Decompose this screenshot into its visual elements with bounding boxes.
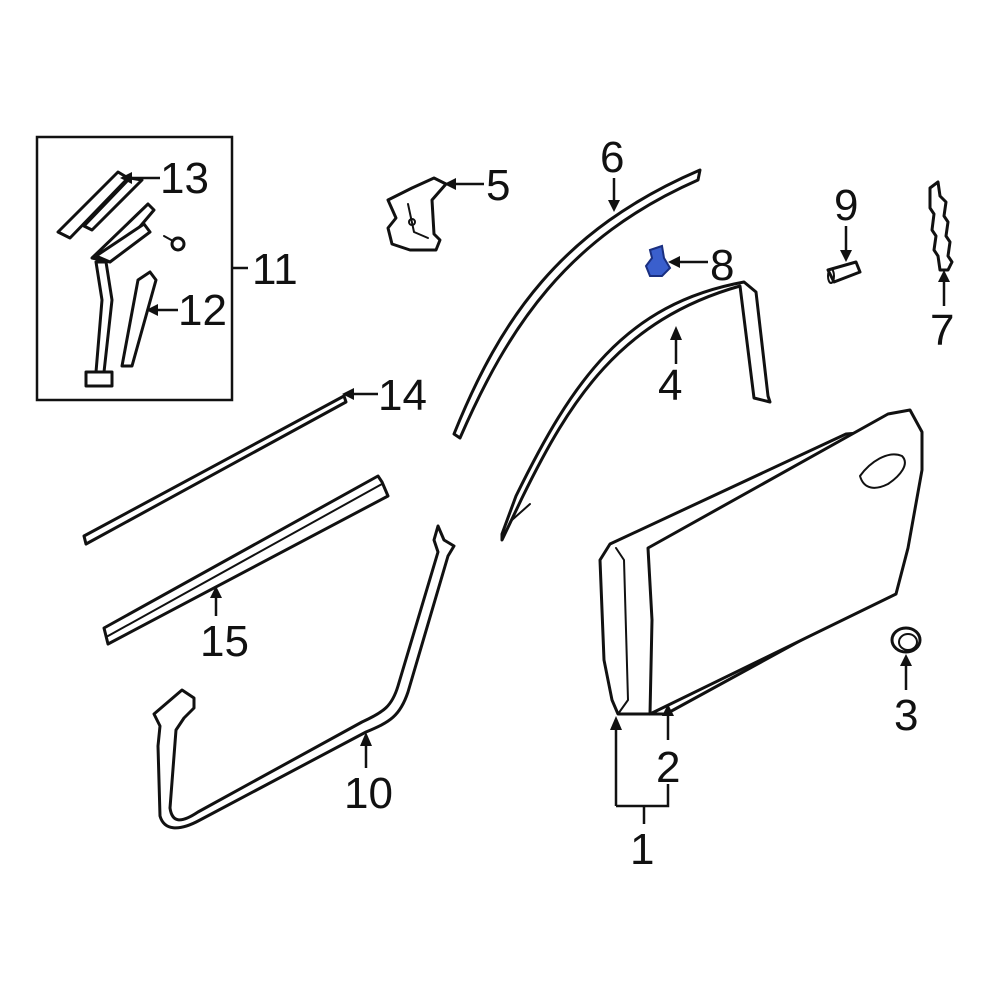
- callout-2: 2: [656, 743, 680, 792]
- callout-3: 3: [894, 691, 918, 740]
- arrow-6: [608, 200, 620, 212]
- arrow-13: [120, 172, 132, 184]
- arrow-7: [938, 270, 950, 282]
- callout-8: 8: [710, 241, 734, 290]
- arrow-15: [210, 586, 222, 598]
- part-8-clip[interactable]: [644, 244, 672, 277]
- callout-5: 5: [486, 161, 510, 210]
- leader-1-bracket: [616, 784, 670, 808]
- callout-14: 14: [378, 371, 427, 420]
- callout-7: 7: [930, 306, 954, 355]
- part-13-trim[interactable]: [56, 170, 144, 240]
- part-10-weatherstrip[interactable]: [152, 524, 456, 830]
- callout-4: 4: [658, 361, 682, 410]
- arrow-2: [662, 704, 674, 716]
- arrow-1: [610, 716, 622, 730]
- arrow-8: [668, 256, 680, 268]
- part-9-pin[interactable]: [826, 260, 862, 284]
- part-2-door-panel[interactable]: [646, 408, 924, 716]
- part-6-molding[interactable]: [452, 168, 702, 440]
- part-5-bracket[interactable]: [386, 176, 448, 252]
- arrow-4: [670, 326, 682, 340]
- part-14-molding[interactable]: [82, 394, 348, 546]
- callout-9: 9: [834, 181, 858, 230]
- inset-group: 11 12 13: [35, 135, 298, 402]
- part-4-seal[interactable]: [500, 280, 772, 542]
- part-11-garnish[interactable]: [84, 202, 156, 388]
- callout-1: 1: [630, 825, 654, 874]
- arrow-9: [840, 250, 852, 262]
- arrow-5: [444, 178, 456, 190]
- part-12-seal[interactable]: [120, 270, 158, 368]
- part-3-grommet[interactable]: [890, 626, 922, 654]
- callout-13: 13: [160, 154, 209, 203]
- arrow-10: [360, 732, 372, 746]
- callout-6: 6: [600, 133, 624, 182]
- callout-11: 11: [252, 245, 298, 294]
- arrow-3: [900, 654, 912, 666]
- callout-10: 10: [344, 769, 393, 818]
- bolt-icon[interactable]: [163, 235, 186, 252]
- part-15-molding[interactable]: [102, 474, 390, 646]
- callout-12: 12: [178, 286, 227, 335]
- arrow-12: [146, 304, 158, 316]
- arrow-14: [342, 388, 354, 400]
- callout-15: 15: [200, 617, 249, 666]
- part-7-strip[interactable]: [928, 180, 954, 272]
